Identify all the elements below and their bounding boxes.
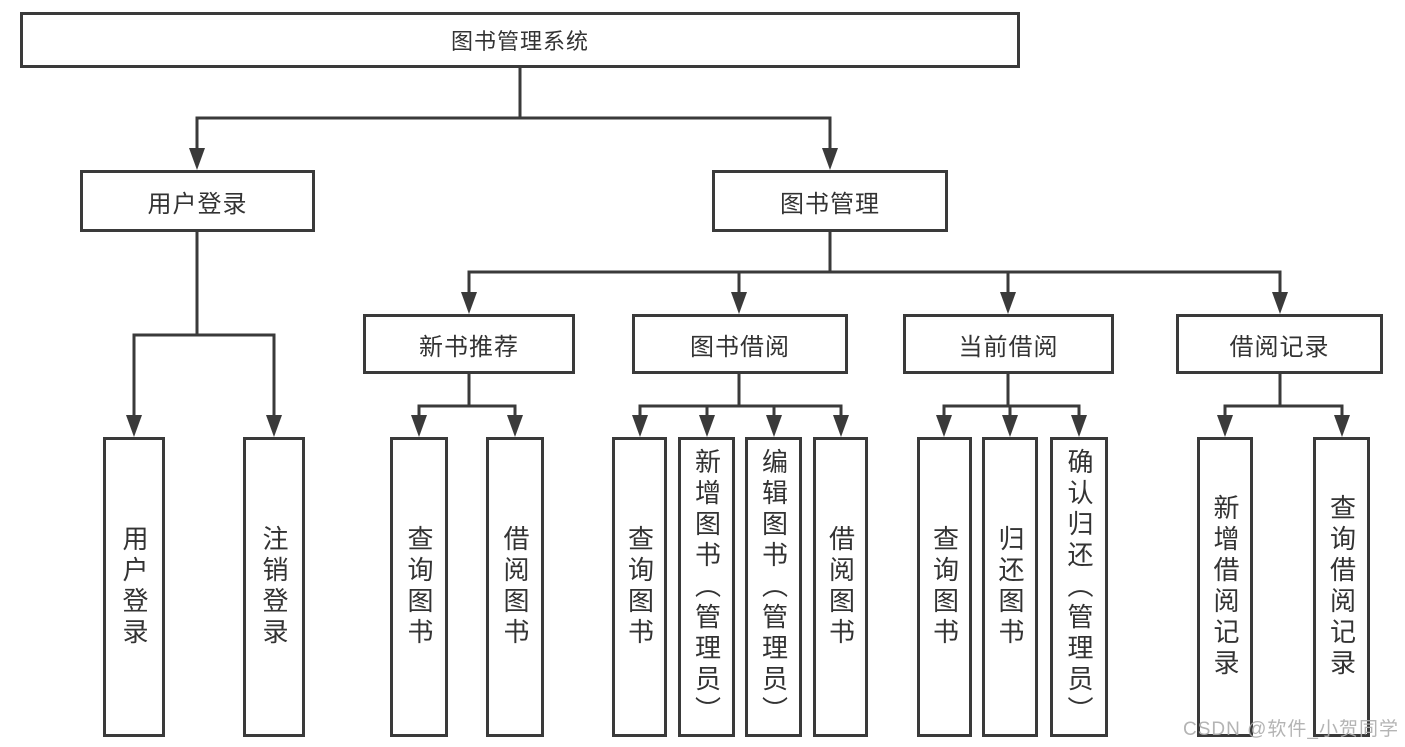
leaf-query-books-borrow: 查询图书 [612, 437, 667, 737]
node-label: 用户登录 [119, 525, 149, 649]
leaf-confirm-return-admin: 确认归还（管理员） [1050, 437, 1108, 737]
node-label: 图书管理 [780, 190, 880, 218]
node-book-management: 图书管理 [712, 170, 948, 232]
node-label: 当前借阅 [958, 333, 1059, 361]
node-borrow-records: 借阅记录 [1176, 314, 1383, 374]
leaf-borrow-books-recommend: 借阅图书 [486, 437, 544, 737]
node-label: 查询借阅记录 [1326, 494, 1357, 680]
connector-book-borrow-to-leaves [632, 372, 849, 437]
connector-book-management-to-level3 [461, 231, 1288, 314]
node-label: 编辑图书（管理员） [758, 447, 789, 727]
connector-user-login-to-leaves [126, 231, 282, 437]
leaf-query-borrow-record: 查询借阅记录 [1313, 437, 1370, 737]
node-new-book-recommend: 新书推荐 [363, 314, 575, 374]
node-label: 确认归还（管理员） [1064, 447, 1094, 727]
node-label: 借阅记录 [1229, 333, 1330, 361]
csdn-watermark: CSDN @软件_小贺同学 [1183, 719, 1399, 740]
leaf-borrow-books: 借阅图书 [813, 437, 868, 737]
leaf-return-books: 归还图书 [982, 437, 1038, 737]
node-label: 新书推荐 [419, 333, 519, 361]
leaf-query-books-current: 查询图书 [917, 437, 972, 737]
node-label: 图书借阅 [690, 333, 790, 361]
node-user-login: 用户登录 [80, 170, 315, 232]
leaf-user-login: 用户登录 [103, 437, 165, 737]
node-label: 归还图书 [995, 525, 1025, 649]
node-label: 新增借阅记录 [1210, 494, 1240, 680]
node-label: 查询图书 [624, 525, 655, 649]
connector-borrow-records-to-leaves [1217, 372, 1350, 437]
leaf-add-borrow-record: 新增借阅记录 [1197, 437, 1253, 737]
connector-current-borrow-to-leaves [936, 372, 1087, 437]
leaf-logout: 注销登录 [243, 437, 305, 737]
node-label: 查询图书 [929, 525, 960, 649]
node-current-borrow: 当前借阅 [903, 314, 1114, 374]
node-label: 注销登录 [259, 525, 289, 649]
node-book-borrow: 图书借阅 [632, 314, 848, 374]
leaf-add-book-admin: 新增图书（管理员） [678, 437, 735, 737]
node-label: 查询图书 [404, 525, 434, 649]
node-label: 新增图书（管理员） [691, 447, 722, 727]
leaf-edit-book-admin: 编辑图书（管理员） [745, 437, 802, 737]
node-label: 用户登录 [147, 190, 248, 218]
connector-root-to-level2 [189, 66, 838, 170]
node-label: 借阅图书 [500, 525, 530, 649]
node-root: 图书管理系统 [20, 12, 1020, 68]
node-label: 图书管理系统 [450, 29, 589, 54]
node-label: 借阅图书 [825, 525, 856, 649]
connector-new-book-recommend-to-leaves [411, 372, 523, 437]
leaf-query-books-recommend: 查询图书 [390, 437, 448, 737]
